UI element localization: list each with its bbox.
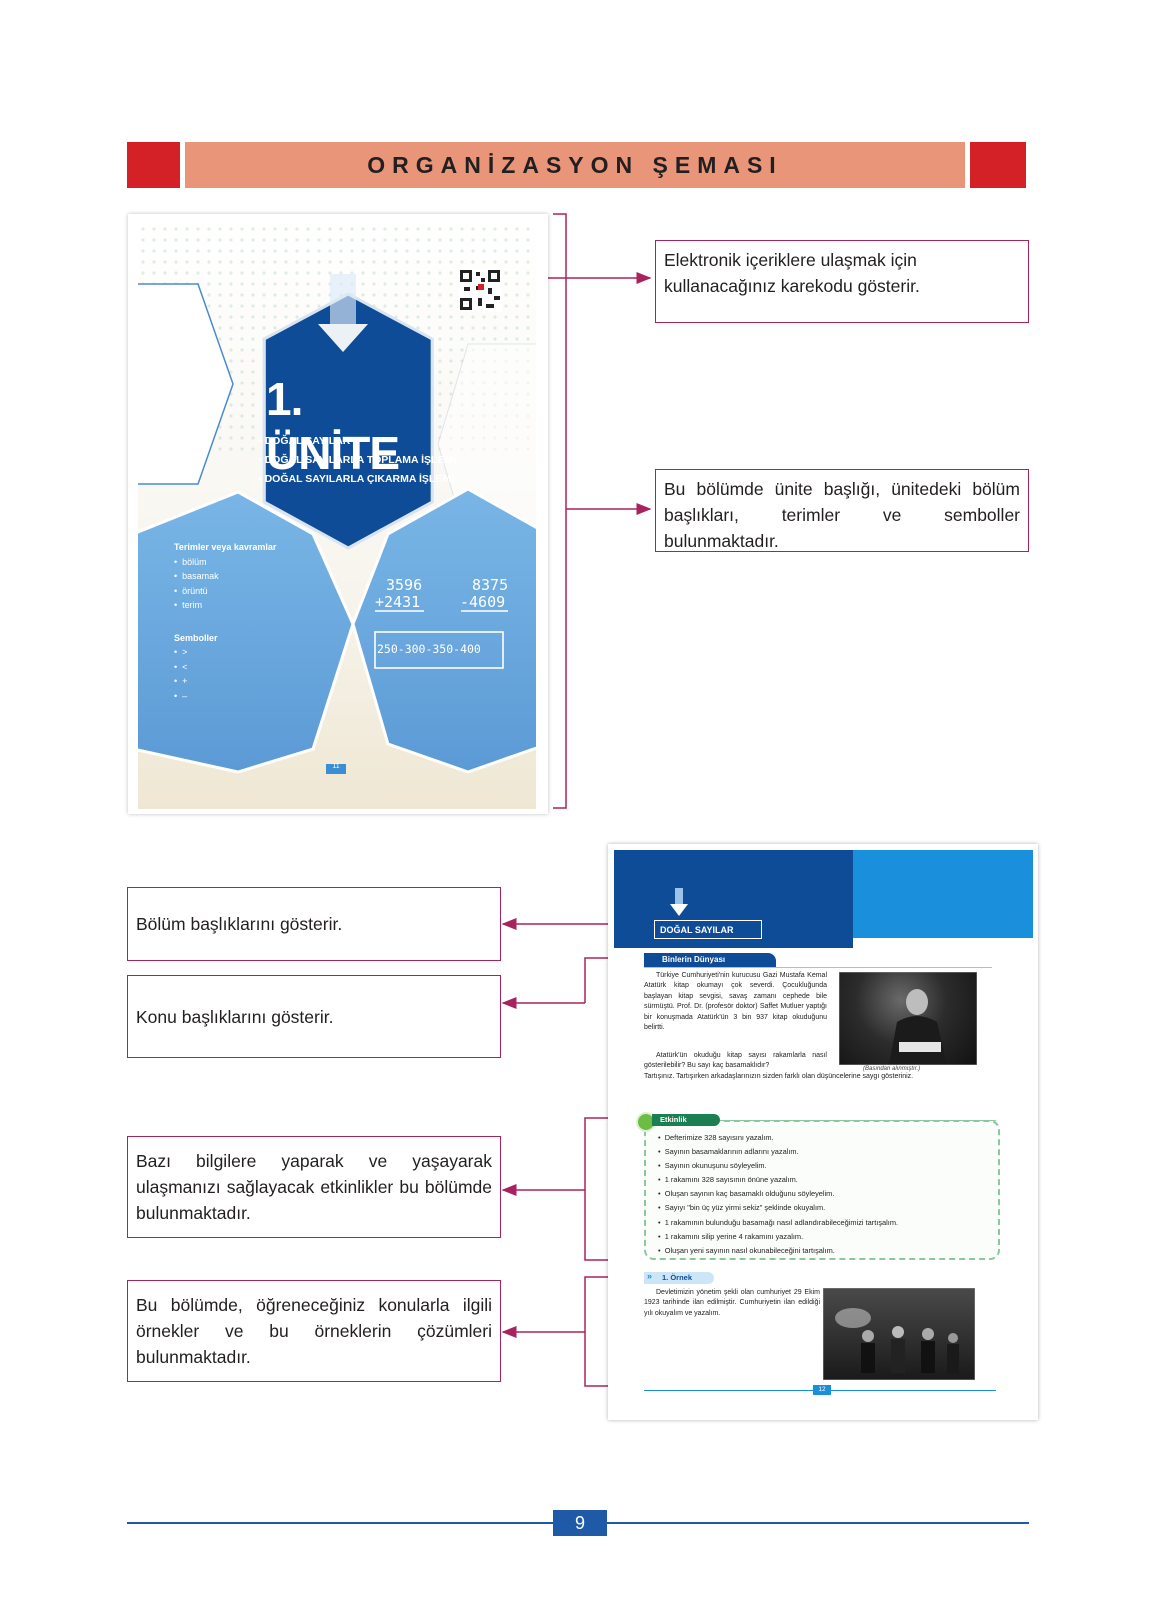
footer-line-right [607, 1522, 1029, 1524]
symbol-item: • > [174, 647, 188, 657]
header-left-bar [127, 142, 180, 188]
header-right-bar [970, 142, 1026, 188]
symbol-item: • – [174, 690, 188, 701]
lesson-banner [614, 850, 853, 948]
intro-discussion: Tartışınız. Tartışırken arkadaşlarınızın… [644, 1073, 914, 1080]
callout-unit-intro: Bu bölümde ünite başlığı, ünitedeki bölü… [655, 469, 1029, 552]
intro-paragraph: Türkiye Cumhuriyeti'nin kurucusu Gazi Mu… [644, 972, 827, 1032]
callout-activities-text: Bazı bilgilere yaparak ve yaşayarak ulaş… [136, 1151, 492, 1223]
unit-page-thumbnail: 1. ÜNİTE • DOĞAL SAYILAR • DOĞAL SAYILAR… [128, 214, 548, 814]
unit-page-canvas: 1. ÜNİTE • DOĞAL SAYILAR • DOĞAL SAYILAR… [138, 224, 536, 809]
chevron-right-icon: » [647, 1271, 653, 1281]
example-label-tab: 1. Örnek [644, 1272, 714, 1284]
callout-topic-titles: Konu başlıklarını gösterir. [127, 975, 501, 1058]
unit-section-list: • DOĞAL SAYILAR • DOĞAL SAYILARLA TOPLAM… [258, 432, 478, 489]
callout-examples: Bu bölümde, öğreneceğiniz konularla ilgi… [127, 1280, 501, 1382]
term-item: • basamak [174, 571, 219, 581]
intro-question: Atatürk'ün okuduğu kitap sayısı rakamlar… [644, 1052, 827, 1070]
example-text: Devletimizin yönetim şekli olan cumhuriy… [644, 1289, 820, 1317]
photo-crowd [822, 1287, 976, 1381]
callout-qr: Elektronik içeriklere ulaşmak için kulla… [655, 240, 1029, 323]
callout-section-titles-text: Bölüm başlıklarını gösterir. [136, 914, 343, 934]
activity-item: • Defterimize 328 sayısını yazalım. [658, 1133, 774, 1142]
ataturk-photo [838, 971, 978, 1066]
activity-list: • Defterimize 328 sayısını yazalım. • Sa… [658, 1131, 988, 1258]
activity-label-tab: Etkinlik [652, 1114, 720, 1126]
activity-label: Etkinlik [660, 1115, 687, 1124]
activity-item: • Sayının basamaklarının adlarını yazalı… [658, 1147, 799, 1157]
activity-item: • Sayıyı "bin üç yüz yirmi sekiz" şeklin… [658, 1203, 826, 1213]
lesson-banner-accent [853, 850, 1033, 938]
callout-unit-intro-text: Bu bölümde ünite başlığı, ünitedeki bölü… [664, 479, 1020, 551]
callout-section-titles: Bölüm başlıklarını gösterir. [127, 887, 501, 961]
activity-box [644, 1120, 1000, 1260]
term-item: • terim [174, 600, 203, 610]
example-label: 1. Örnek [662, 1273, 693, 1282]
activity-item: • Oluşan yeni sayının nasıl okunabileceğ… [658, 1245, 835, 1255]
photo-figure [838, 971, 978, 1066]
unit-page-graphics [138, 224, 536, 774]
activity-item: • 1 rakamını silip yerine 4 rakamını yaz… [658, 1231, 804, 1241]
unit-section-item: • DOĞAL SAYILARLA ÇIKARMA İŞLEMİ [258, 473, 454, 485]
lesson-page-thumbnail: DOĞAL SAYILAR Binlerin Dünyası Türkiye C… [608, 844, 1038, 1420]
banner-arrow-icon [670, 888, 688, 916]
math-b2: -4609 [460, 593, 506, 611]
terms-block: Terimler veya kavramlar • bölüm • basama… [174, 540, 294, 703]
republic-photo [822, 1287, 976, 1381]
activity-item: • Oluşan sayının kaç basamaklı olduğunu … [658, 1189, 835, 1199]
callout-examples-text: Bu bölümde, öğreneceğiniz konularla ilgi… [136, 1295, 492, 1367]
photo-caption: (Basından alınmıştır.) [863, 1066, 921, 1072]
page-title: ORGANİZASYON ŞEMASI [367, 152, 783, 178]
callout-activities: Bazı bilgilere yaparak ve yaşayarak ulaş… [127, 1136, 501, 1238]
term-item: • örüntü [174, 585, 208, 596]
activity-item: • 1 rakamını 328 sayısının önüne yazalım… [658, 1175, 798, 1185]
section-title-box: DOĞAL SAYILAR [654, 920, 762, 939]
activity-item: • 1 rakamının bulunduğu basamağı nasıl a… [658, 1217, 899, 1227]
qr-code-icon [458, 268, 502, 312]
callout-qr-text: Elektronik içeriklere ulaşmak için kulla… [664, 250, 920, 296]
math-b1: 8375 [472, 576, 509, 594]
topic-title-tab: Binlerin Dünyası [644, 953, 776, 967]
unit-section-item: • DOĞAL SAYILARLA TOPLAMA İŞLEMİ [258, 454, 457, 466]
header-band [185, 142, 965, 188]
unit-title: 1. ÜNİTE [266, 373, 400, 479]
symbol-item: • + [174, 676, 188, 686]
unit-section-item: • DOĞAL SAYILAR [258, 435, 351, 447]
lesson-page-number: 12 [813, 1385, 831, 1395]
topic-title: Binlerin Dünyası [662, 955, 726, 964]
topic-underline [644, 967, 992, 968]
number-pattern: 250-300-350-400 [377, 642, 481, 656]
term-item: • bölüm [174, 556, 207, 567]
callout-topic-titles-text: Konu başlıklarını gösterir. [136, 1006, 334, 1027]
symbol-item: • < [174, 661, 188, 672]
footer-line-left [127, 1522, 553, 1524]
math-a2: +2431 [375, 593, 421, 611]
activity-header-line [720, 1120, 996, 1121]
symbols-heading: Semboller [174, 632, 218, 643]
down-arrow-icon [318, 274, 368, 352]
terms-heading: Terimler veya kavramlar [174, 542, 277, 552]
section-title: DOĞAL SAYILAR [660, 925, 734, 935]
page-number: 9 [553, 1510, 607, 1536]
unit-page-number: 11 [332, 763, 340, 770]
math-a1: 3596 [386, 576, 423, 594]
activity-item: • Sayının okunuşunu söyleyelim. [658, 1161, 767, 1171]
